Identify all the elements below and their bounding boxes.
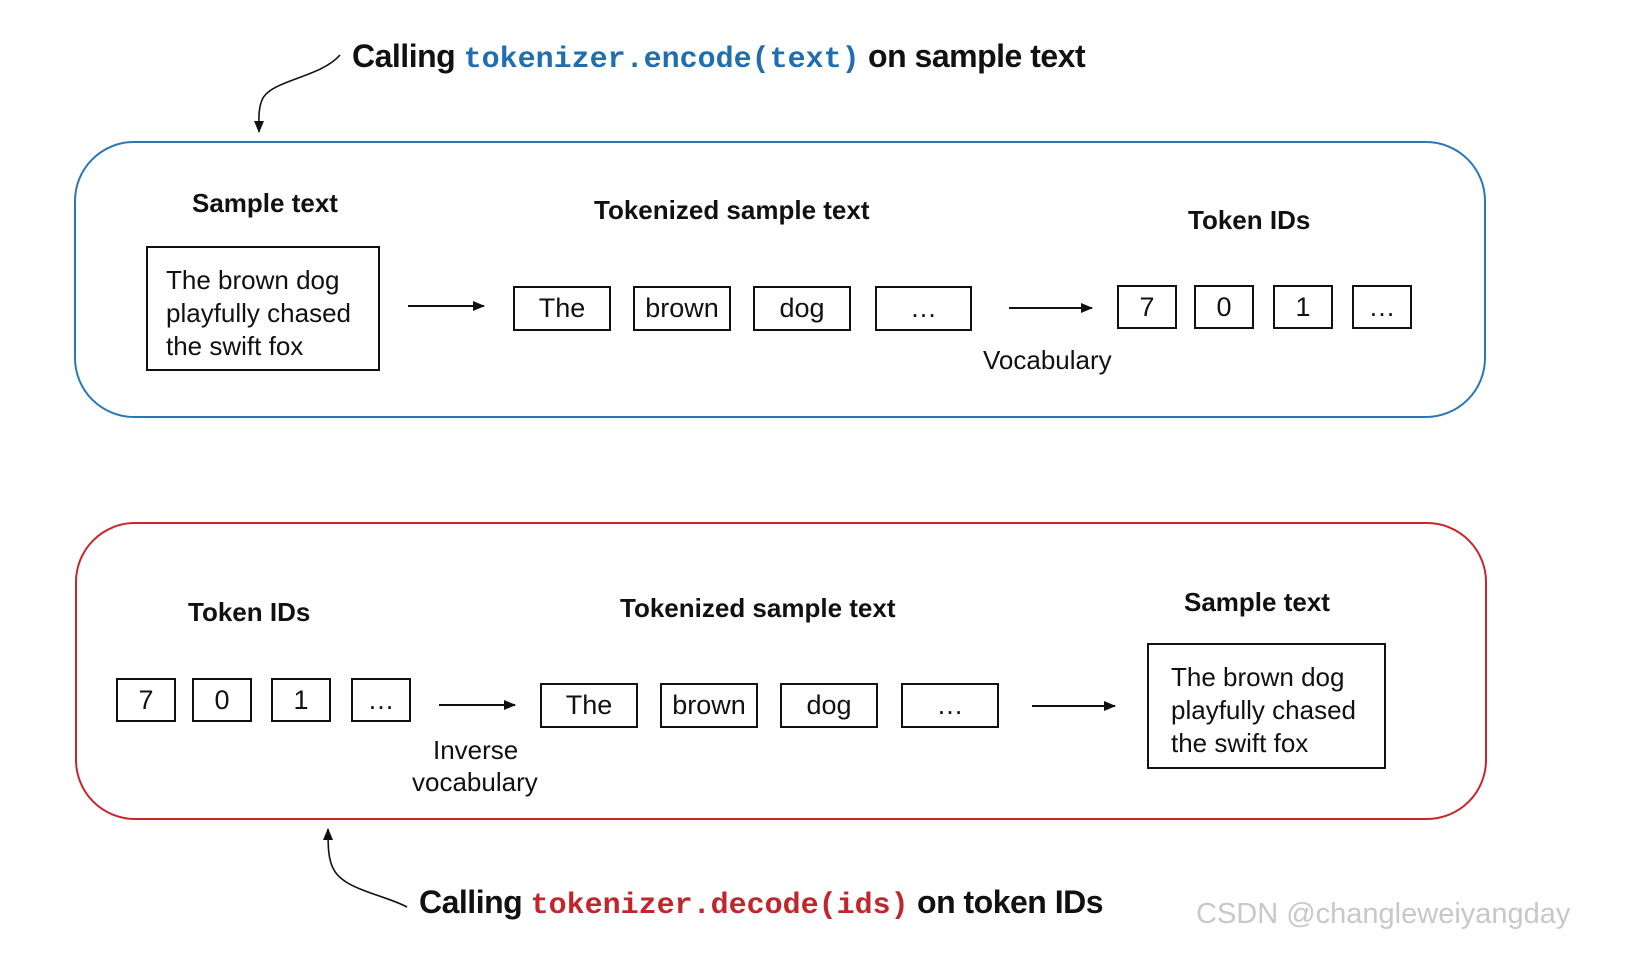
encode-sample-textbox: The brown dog playfully chased the swift… [146,246,380,371]
decode-caption-code: tokenizer.decode(ids) [530,889,909,923]
encode-tokens-heading: Tokenized sample text [594,195,870,225]
decode-token-box: … [901,683,999,728]
encode-id-box: 0 [1194,285,1254,329]
encode-pointer-arrow [253,54,341,133]
decode-caption-post: on token IDs [917,884,1104,920]
decode-id-box: 7 [116,678,176,722]
decode-pointer-arrow [323,828,408,908]
decode-caption-pre: Calling [419,884,523,920]
watermark: CSDN @changleweiyangday [1196,898,1571,930]
decode-tokens-heading: Tokenized sample text [620,593,896,623]
decode-inverse-label-line1: Inverse [433,735,519,765]
decode-token-box: The [540,683,638,728]
decode-inverse-label-line2: vocabulary [412,767,538,797]
encode-token-box: … [875,286,972,331]
decode-id-box: 0 [192,678,252,722]
encode-caption-pre: Calling [352,38,456,74]
encode-id-box: 1 [1273,285,1333,329]
decode-sample-heading: Sample text [1184,587,1330,617]
encode-token-box: dog [753,286,851,331]
encode-id-box: … [1352,285,1412,329]
decode-token-box: dog [780,683,878,728]
decode-sample-textbox: The brown dog playfully chased the swift… [1147,643,1386,769]
encode-ids-heading: Token IDs [1188,205,1311,235]
encode-panel [74,141,1486,418]
encode-caption-code: tokenizer.encode(text) [463,43,860,77]
encode-sample-heading: Sample text [192,188,338,218]
encode-token-box: The [513,286,611,331]
decode-id-box: 1 [271,678,331,722]
encode-caption-post: on sample text [868,38,1086,74]
decode-caption: Calling tokenizer.decode(ids) on token I… [419,884,1104,923]
encode-caption: Calling tokenizer.encode(text) on sample… [352,38,1086,77]
encode-vocabulary-label: Vocabulary [983,345,1112,375]
decode-ids-heading: Token IDs [188,597,311,627]
decode-token-box: brown [660,683,758,728]
decode-panel [75,522,1487,820]
encode-token-box: brown [633,286,731,331]
decode-id-box: … [351,678,411,722]
encode-id-box: 7 [1117,285,1177,329]
